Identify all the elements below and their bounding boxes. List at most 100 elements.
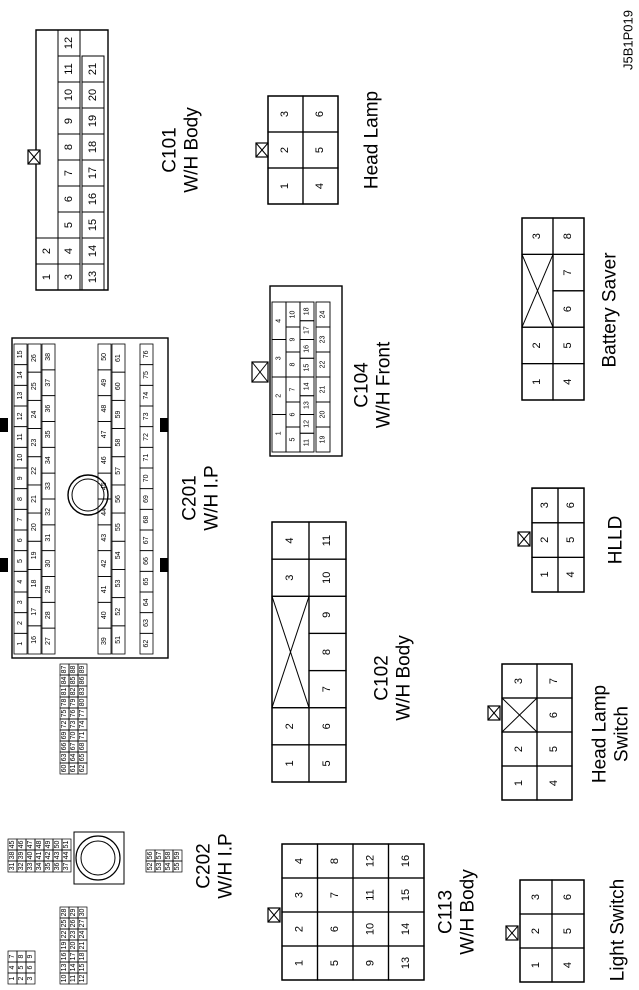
- pin-label: 15: [79, 964, 86, 972]
- pin-label: 11: [63, 63, 75, 74]
- pin-label: 23: [70, 931, 77, 939]
- pin-label: 21: [79, 942, 86, 950]
- pin-label: 9: [17, 476, 24, 480]
- pin-label: 3: [284, 575, 296, 581]
- pin-label: 4: [548, 780, 560, 786]
- pin-label: 1: [279, 183, 291, 189]
- pin-label: 1: [530, 962, 542, 968]
- pin-label: 6: [548, 712, 560, 718]
- pin-label: 57: [115, 467, 122, 475]
- pin-cell: [61, 838, 72, 851]
- pin-label: 6: [63, 196, 75, 202]
- pin-label: 9: [321, 612, 333, 618]
- pin-label: 72: [143, 433, 150, 441]
- pin-label: 44: [63, 852, 70, 860]
- pin-label: 8: [18, 954, 25, 958]
- pin-label: 32: [45, 508, 52, 516]
- pin-label: 48: [36, 841, 43, 849]
- pin-label: 69: [61, 732, 68, 740]
- pin-label: 64: [70, 754, 77, 762]
- pin-label: 27: [45, 637, 52, 645]
- pin-label: 3: [279, 111, 291, 117]
- pin-label: 54: [165, 863, 172, 871]
- pin-label: 4: [562, 962, 574, 968]
- pin-label: 5: [562, 342, 574, 348]
- divider: [487, 705, 501, 721]
- pin-cell: [139, 343, 154, 366]
- pin-label: 1: [284, 760, 296, 766]
- pin-label: 57: [156, 852, 163, 860]
- pin-label: 3: [17, 600, 24, 604]
- pin-label: 11: [17, 433, 24, 440]
- mount-tab: [0, 558, 8, 572]
- pin-label: 19: [87, 115, 99, 127]
- pin-label: 23: [31, 439, 38, 447]
- pin-label: 1: [294, 960, 306, 966]
- pin-label: 16: [304, 345, 311, 353]
- pin-label: 78: [61, 699, 68, 707]
- divider: [267, 907, 281, 923]
- pin-label: 51: [63, 841, 70, 849]
- pin-label: 9: [365, 960, 377, 966]
- pin-label: 52: [115, 608, 122, 616]
- pin-label: 11: [304, 439, 311, 446]
- pin-label: 14: [17, 371, 24, 379]
- pin-label: 15: [17, 350, 24, 358]
- pin-label: 43: [101, 534, 108, 542]
- pin-label: 3: [531, 233, 543, 239]
- pin-label: 9: [27, 954, 34, 958]
- pin-label: 28: [61, 909, 68, 917]
- pin-label: 1: [539, 571, 551, 577]
- pin-label: 28: [45, 611, 52, 619]
- pin-label: 6: [321, 723, 333, 729]
- pin-label: 7: [290, 387, 297, 391]
- pin-label: 66: [61, 743, 68, 751]
- pin-label: 34: [45, 456, 52, 464]
- pin-label: 5: [321, 760, 333, 766]
- pin-label: 13: [17, 392, 24, 400]
- pin-label: 76: [70, 710, 77, 718]
- pin-label: 76: [143, 350, 150, 358]
- pin-label: 12: [63, 37, 75, 49]
- pin-label: 15: [304, 364, 311, 372]
- pin-cell: [81, 55, 105, 83]
- pin-label: 45: [9, 841, 16, 849]
- pin-label: 12: [79, 975, 86, 983]
- pin-label: 4: [276, 319, 283, 323]
- pin-label: 59: [174, 852, 181, 860]
- pin-label: 22: [31, 467, 38, 475]
- pin-label: 63: [61, 754, 68, 762]
- pin-label: 58: [115, 439, 122, 447]
- pin-label: 17: [70, 953, 77, 961]
- pin-label: 53: [156, 863, 163, 871]
- pin-label: 13: [61, 964, 68, 972]
- pin-cell: [552, 217, 585, 256]
- pin-label: 55: [174, 863, 181, 871]
- pin-label: 13: [87, 271, 99, 283]
- pin-label: 42: [101, 560, 108, 568]
- pin-label: 39: [101, 637, 108, 645]
- pin-label: 10: [290, 311, 297, 319]
- connector-label: C201: [180, 475, 201, 520]
- pin-label: 5: [290, 437, 297, 441]
- pin-label: 82: [70, 688, 77, 696]
- pin-label: 21: [320, 386, 327, 394]
- pin-label: 4: [314, 183, 326, 189]
- pin-label: 17: [31, 608, 38, 616]
- pin-label: 3: [530, 894, 542, 900]
- boss: [71, 478, 105, 512]
- pin-label: 21: [87, 63, 99, 75]
- pin-label: 6: [565, 502, 577, 508]
- pin-label: 83: [79, 688, 86, 696]
- pin-label: 66: [143, 557, 150, 565]
- pin-label: 18: [31, 580, 38, 588]
- pin-label: 7: [562, 270, 574, 276]
- pin-label: 71: [143, 454, 150, 462]
- pin-label: 5: [565, 537, 577, 543]
- pin-label: 55: [115, 523, 122, 531]
- pin-label: 23: [320, 336, 327, 344]
